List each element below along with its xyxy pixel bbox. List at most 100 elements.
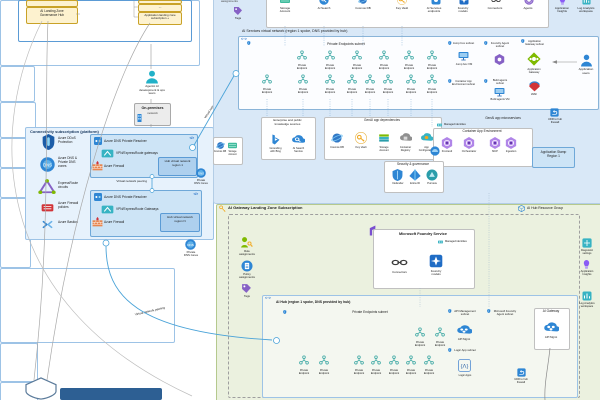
application-gateway-icon xyxy=(527,52,541,66)
private-endpoint: Private Endpoint xyxy=(421,71,443,95)
log-analytics-icon xyxy=(582,0,591,5)
cosmos-db-label: Cosmos DB xyxy=(213,151,227,153)
jumpbox-vm-icon xyxy=(458,51,469,61)
orchestrator-app-label: Orchestrator xyxy=(461,150,477,153)
azure-firewall-label: Azure Firewall xyxy=(104,220,125,224)
private-endpoint: Private Endpoint xyxy=(429,324,451,348)
foundry-models-label: Foundry models xyxy=(430,269,442,277)
nsg-icon xyxy=(521,39,525,43)
ai-gateway-title: AI Gateway xyxy=(542,309,560,313)
foundry-agent-icon xyxy=(494,54,505,65)
apim-subnet-title: API Management subnet xyxy=(454,309,476,317)
vnet-glyph-icon: <··> xyxy=(265,296,271,300)
cosmos-db-label: Cosmos DB xyxy=(330,146,344,149)
storage-account-icon xyxy=(378,132,390,144)
vpn-gateway-label: VPN/ExpressRoute gateways xyxy=(116,151,158,155)
tags-icon xyxy=(233,6,243,16)
azure-firewall-icon xyxy=(92,217,103,228)
nsg-icon xyxy=(484,79,488,83)
frontend-app-label: Frontend xyxy=(441,150,453,153)
managed-identities-icon xyxy=(437,123,442,127)
container-app-icon xyxy=(505,137,517,149)
nsg-icon xyxy=(283,310,287,314)
private-endpoint: Private Endpoint xyxy=(293,352,315,376)
foundry-models-icon xyxy=(429,254,443,268)
bastion-label: Azure Bastion xyxy=(58,220,78,224)
ai-services-vnet-box: <··> xyxy=(238,36,599,110)
container-app-icon xyxy=(489,137,501,149)
connectors-icon xyxy=(491,0,501,5)
log-analytics-icon xyxy=(582,291,592,301)
vpn-gateway-icon xyxy=(101,203,114,216)
ai-search-icon xyxy=(319,0,329,5)
grounding-bing-label: Grounding with Bing xyxy=(269,147,282,154)
storage-account-label: Storage Account xyxy=(379,146,389,153)
api-management-label: API Mgmt xyxy=(544,335,558,339)
nsg-icon xyxy=(448,309,452,313)
private-endpoint: Private Endpoint xyxy=(409,324,431,348)
application-gateway-label: Application Gateway xyxy=(527,68,541,75)
pe-subnet-title: Private Endpoints subnet xyxy=(327,42,365,46)
dns-resolver-label: Azure DNS Private Resolver xyxy=(104,195,147,199)
svg-text:DNS: DNS xyxy=(187,243,194,247)
foundry-agent-subnet-title: Foundry Agent subnet xyxy=(490,41,510,49)
vpn-gateway-label: VPN/ExpressRoute Gateways xyxy=(116,207,159,211)
private-endpoint: Private Endpoint xyxy=(346,47,368,71)
agents-label: Agents xyxy=(523,6,533,10)
dns-resolver-icon xyxy=(94,193,102,201)
logo-banner xyxy=(60,388,162,400)
entra-id-icon xyxy=(409,169,421,181)
udr-label: UDR to hub firewall xyxy=(547,118,563,125)
storage-account-icon xyxy=(228,141,237,150)
application-insights-icon xyxy=(582,259,591,269)
private-endpoint-label: Private Endpoint xyxy=(261,88,273,94)
genai-microservices-title: GenAI app microservices xyxy=(485,116,521,120)
private-endpoint: Private Endpoint xyxy=(256,71,278,95)
role-assignments-label: Role assignments xyxy=(239,249,255,257)
ai-lz-governance-hub-label: AI Landing Zone Governance Hub xyxy=(39,9,65,17)
hub-region1-chip-label: Hub virtual network region 1 xyxy=(164,159,191,167)
ellipsis-label: ... xyxy=(158,5,162,9)
vnet-glyph-icon: </> xyxy=(193,192,199,196)
application-users-icon xyxy=(580,54,593,67)
private-endpoint: Private Endpoint xyxy=(421,47,443,71)
private-endpoint-label: Private Endpoint xyxy=(426,64,438,70)
private-endpoint: Private Endpoint xyxy=(359,71,381,95)
api-management-label: API Mgmt xyxy=(457,337,471,341)
svg-text:DNS: DNS xyxy=(43,162,52,167)
vpn-gateway-icon xyxy=(101,147,114,160)
private-endpoint: Private Endpoint xyxy=(319,71,341,95)
key-vault-label: Key Vault xyxy=(395,6,409,10)
build-agents-subnet-title: Build agents subnet xyxy=(492,79,508,86)
application-lz-subscription-box: Application landing zone subscription + xyxy=(138,12,182,25)
diagnostic-settings-icon xyxy=(582,238,592,248)
ellipsis-box: ... xyxy=(138,4,182,12)
hub-regionN-chip: Hub virtual network region N xyxy=(160,213,200,232)
dns-zones-label: Azure DNS & Private DNS zones xyxy=(58,156,77,168)
nsg-icon xyxy=(448,348,452,352)
ai-search-label: AI Search xyxy=(317,6,331,10)
log-analytics-label: Log Analytics workspace xyxy=(579,302,595,309)
private-endpoint: Private Endpoint xyxy=(418,352,440,376)
key-vault-icon xyxy=(355,132,367,144)
private-endpoint: Private Endpoint xyxy=(377,71,399,95)
udr-icon xyxy=(550,108,559,117)
foundry-models-label: Foundry models xyxy=(457,6,469,14)
private-endpoint: Private Endpoint xyxy=(313,352,335,376)
firewall-policies-icon xyxy=(41,202,54,213)
connectors-icon xyxy=(391,256,408,269)
private-endpoint-label: Private Endpoint xyxy=(364,88,376,94)
devops-team-icon xyxy=(145,70,159,84)
nsg-icon xyxy=(448,79,452,83)
logic-app-subnet-title: Logic App subnet xyxy=(454,348,476,352)
management-group-box-partial2 xyxy=(138,0,182,4)
agents-icon xyxy=(524,0,534,5)
private-dns-zones-icon: DNS xyxy=(185,239,196,250)
container-registry-label: Container Registry xyxy=(399,146,412,153)
appgw-subnet-title: Application Gateway subnet xyxy=(525,40,544,47)
assignments-fragment: assignments xyxy=(221,0,238,3)
private-endpoint-label: Private Endpoint xyxy=(297,88,309,94)
ai-hub-vnet-title: AI Hub (region 1 spoke, DNS provided by … xyxy=(276,300,351,304)
ddos-protection-label: Azure DDoS Protection xyxy=(58,136,76,144)
